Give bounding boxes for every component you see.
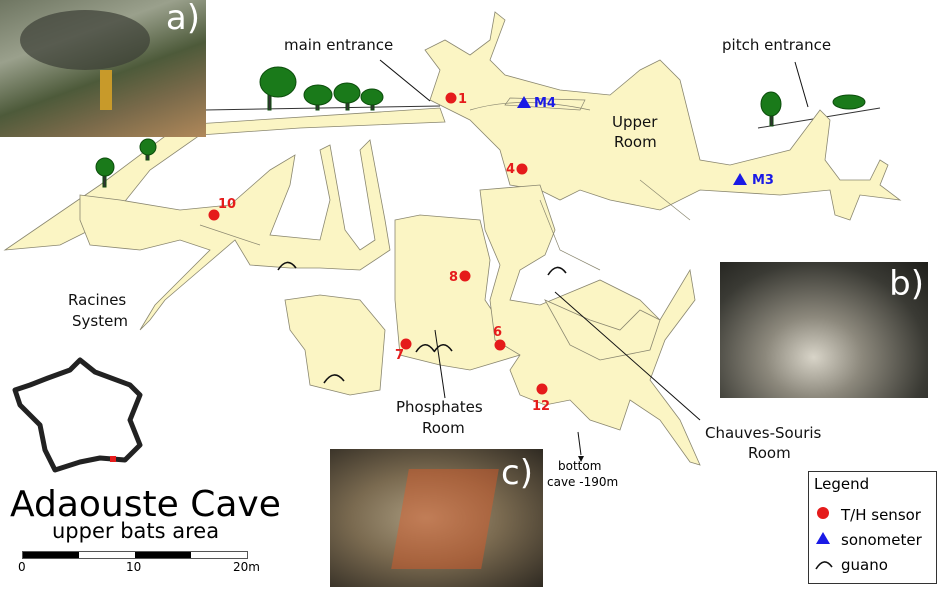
scale-tick-10: 10: [126, 560, 142, 574]
svg-text:7: 7: [395, 348, 404, 363]
legend-title: Legend: [814, 475, 870, 493]
racines-system: [79, 139, 391, 331]
label-chauves-souris-room: Chauves-Souris: [705, 424, 822, 442]
chauves-souris-branch: [544, 299, 661, 361]
lower-left-chamber: [284, 294, 386, 396]
label-bottom-cave: bottom: [558, 459, 601, 473]
photo-a-cave-entrance: a): [0, 0, 206, 137]
sonometers: M4 M3: [517, 96, 774, 188]
label-pitch-entrance: pitch entrance: [722, 36, 831, 54]
svg-text:M4: M4: [534, 96, 556, 111]
svg-text:Room: Room: [614, 133, 657, 151]
svg-text:M3: M3: [752, 173, 774, 188]
svg-text:6: 6: [493, 325, 502, 340]
label-phosphates-room: Phosphates: [396, 398, 483, 416]
legend: Legend T/H sensor sonometer guano: [808, 471, 937, 584]
photo-c-label: c): [501, 453, 533, 493]
map-title: Adaouste Cave: [10, 484, 281, 525]
photo-b-guano: b): [720, 262, 928, 398]
map-subtitle: upper bats area: [52, 519, 220, 543]
scale-tick-0: 0: [18, 560, 26, 574]
legend-item-sonometer: sonometer: [815, 531, 922, 549]
svg-text:Room: Room: [748, 444, 791, 462]
label-main-entrance: main entrance: [284, 36, 393, 54]
photo-b-label: b): [889, 264, 924, 304]
svg-text:4: 4: [506, 162, 515, 177]
legend-item-sensor: T/H sensor: [815, 506, 921, 524]
label-upper-room: Upper: [612, 113, 658, 131]
svg-text:Room: Room: [422, 419, 465, 437]
photo-c-graffiti: c): [330, 449, 543, 587]
photo-a-label: a): [165, 0, 200, 38]
legend-item-guano: guano: [815, 556, 888, 574]
blue-triangle-icon: [815, 531, 831, 549]
scale-bar: [22, 551, 248, 559]
th-sensors: 1 4 10 8 6 7 12: [208, 92, 550, 414]
upper-room: [424, 11, 902, 221]
label-racines-system: Racines: [68, 291, 126, 309]
svg-text:System: System: [72, 312, 128, 330]
svg-text:10: 10: [218, 197, 236, 212]
guano-icon: [815, 556, 833, 574]
scale-tick-20: 20m: [233, 560, 260, 574]
svg-text:8: 8: [449, 270, 458, 285]
svg-text:cave -190m: cave -190m: [547, 475, 618, 489]
svg-text:1: 1: [458, 92, 467, 107]
guano-icons: [277, 261, 567, 384]
svg-text:12: 12: [532, 399, 550, 414]
red-circle-icon: [815, 506, 831, 524]
